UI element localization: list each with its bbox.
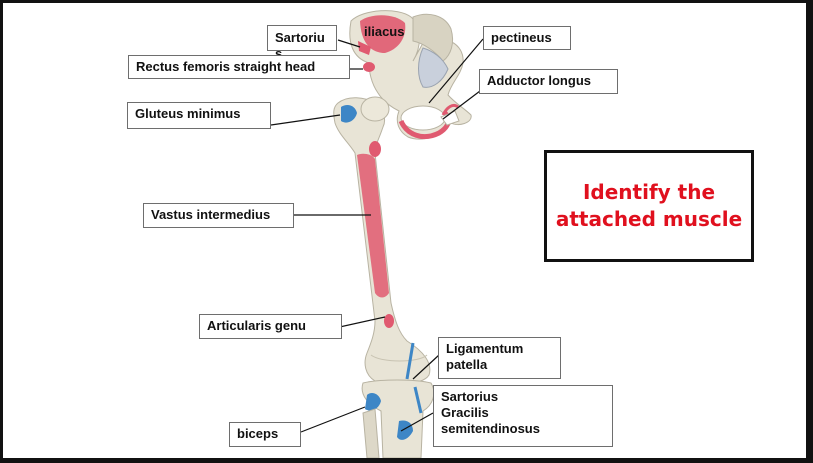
slide: Sartoriu s iliacus pectineus Rectus femo…: [3, 3, 806, 458]
adductor-longus-label: Adductor longus: [479, 69, 618, 94]
femur: [333, 96, 431, 385]
callout-text: Identify the attached muscle: [555, 180, 743, 231]
iliacus-label: iliacus: [364, 24, 405, 39]
sartorius-label: Sartoriu s: [267, 25, 337, 61]
ligamentum-patella-label: Ligamentum patella: [438, 337, 561, 379]
vastus-intermedius-label: Vastus intermedius: [143, 203, 294, 228]
femur-illustration: [270, 10, 484, 458]
articularis-genu-label: Articularis genu: [199, 314, 342, 339]
rectus-femoris-label: Rectus femoris straight head: [128, 55, 350, 79]
hip-bone: [349, 10, 472, 140]
sartorius-gracilis-semitendinosus-label: Sartorius Gracilis semitendinosus: [433, 385, 613, 447]
biceps-label: biceps: [229, 422, 301, 447]
gluteus-minimus-label: Gluteus minimus: [127, 102, 271, 129]
identify-muscle-callout: Identify the attached muscle: [544, 150, 754, 262]
tibia-fibula: [361, 342, 435, 458]
pectineus-label: pectineus: [483, 26, 571, 50]
